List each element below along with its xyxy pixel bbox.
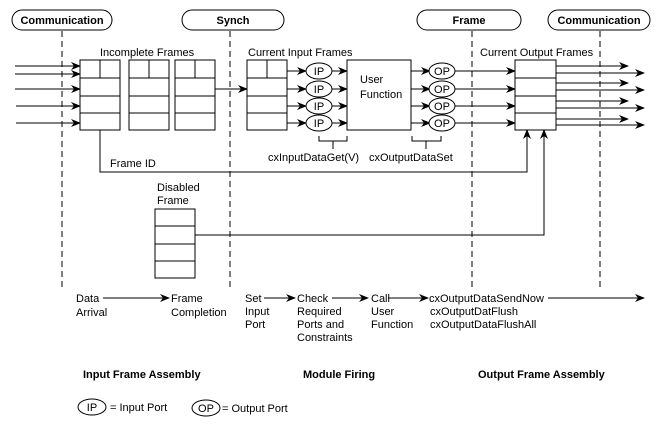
svg-text:cxOutputDataSendNow: cxOutputDataSendNow: [429, 293, 544, 305]
phase-label: Frame: [452, 15, 485, 27]
input-port-label: IP: [314, 66, 324, 78]
svg-text:= Input Port: = Input Port: [110, 402, 167, 414]
output-data-set-bracket: cxOutputDataSet: [369, 136, 453, 164]
phase-label: Synch: [216, 15, 249, 27]
current-output-frame: [514, 59, 557, 131]
output-port-label: OP: [434, 84, 450, 96]
disabled-frame-path: [195, 129, 548, 236]
svg-text:Completion: Completion: [171, 307, 227, 319]
svg-text:Input: Input: [245, 306, 269, 318]
svg-text:Check: Check: [297, 293, 329, 305]
outgoing-data-arrows: [556, 62, 645, 129]
user-function-label: Function: [360, 89, 402, 101]
phase-communication-left: Communication: [11, 9, 113, 31]
disabled-frame: [154, 208, 196, 279]
current-input-frames-label: Current Input Frames: [248, 47, 353, 59]
disabled-frame-label: Frame: [157, 195, 189, 207]
incoming-data-arrows: [15, 62, 81, 127]
incomplete-frame: [174, 59, 216, 131]
svg-text:Constraints: Constraints: [297, 332, 353, 344]
input-data-get-bracket: cxInputDataGet(V): [268, 136, 359, 164]
incomplete-frame: [79, 59, 121, 131]
input-port: IP: [287, 62, 348, 80]
output-port: OP: [411, 114, 516, 132]
input-port: IP: [287, 114, 348, 132]
user-function-box: User Function: [346, 59, 412, 131]
flow-set-input-port: Set Input Port: [245, 293, 269, 331]
output-port-label: OP: [434, 118, 450, 130]
incomplete-frame: [128, 59, 170, 131]
svg-text:Function: Function: [371, 319, 413, 331]
flow-call-user-function: Call User Function: [371, 293, 413, 331]
phase-frame: Frame: [416, 9, 522, 31]
flow-data-arrival: Data Arrival: [76, 293, 107, 319]
frame-id-label: Frame ID: [110, 158, 156, 170]
flow-frame-completion: Frame Completion: [171, 293, 227, 319]
svg-text:IP: IP: [87, 402, 97, 414]
phase-communication-right: Communication: [547, 9, 651, 31]
output-port-label: OP: [434, 66, 450, 78]
input-port: IP: [287, 97, 348, 115]
svg-text:Data: Data: [76, 293, 100, 305]
svg-text:cxOutputDatFlush: cxOutputDatFlush: [430, 306, 518, 318]
svg-text:cxOutputDataFlushAll: cxOutputDataFlushAll: [430, 319, 536, 331]
flow-check-required: Check Required Ports and Constraints: [297, 293, 353, 344]
svg-text:Required: Required: [297, 306, 342, 318]
svg-text:Call: Call: [371, 293, 390, 305]
legend-output-port: OP = Output Port: [191, 399, 288, 417]
incomplete-frames-label: Incomplete Frames: [100, 47, 195, 59]
section-output-frame-assembly: Output Frame Assembly: [478, 369, 606, 381]
output-port-icon: [191, 399, 221, 417]
legend-input-port: IP = Input Port: [77, 398, 167, 416]
input-port-label: IP: [314, 84, 324, 96]
svg-text:Set: Set: [245, 293, 262, 305]
flow-output-calls: cxOutputDataSendNow cxOutputDatFlush cxO…: [429, 293, 544, 331]
svg-text:User: User: [371, 306, 395, 318]
svg-text:Port: Port: [245, 319, 265, 331]
section-input-frame-assembly: Input Frame Assembly: [83, 369, 201, 381]
output-port: OP: [411, 80, 516, 98]
output-port: OP: [411, 62, 516, 80]
current-input-frame: [246, 59, 288, 131]
svg-text:Frame: Frame: [171, 293, 203, 305]
frame-id-path: Frame ID: [99, 129, 531, 173]
section-module-firing: Module Firing: [303, 369, 375, 381]
phase-label: Communication: [20, 15, 103, 27]
output-port-label: OP: [434, 101, 450, 113]
output-port: OP: [411, 97, 516, 115]
svg-text:Arrival: Arrival: [76, 307, 107, 319]
svg-text:= Output Port: = Output Port: [222, 403, 288, 415]
cx-input-data-get-label: cxInputDataGet(V): [268, 152, 359, 164]
user-function-label: User: [360, 74, 384, 86]
phase-synch: Synch: [181, 9, 285, 31]
phase-label: Communication: [557, 15, 640, 27]
disabled-frame-label: Disabled: [157, 182, 200, 194]
current-output-frames-label: Current Output Frames: [480, 47, 594, 59]
input-port: IP: [287, 80, 348, 98]
input-port-label: IP: [314, 101, 324, 113]
cx-output-data-set-label: cxOutputDataSet: [369, 152, 453, 164]
svg-text:Ports and: Ports and: [297, 319, 344, 331]
input-port-icon: [77, 398, 107, 416]
input-port-label: IP: [314, 118, 324, 130]
svg-text:OP: OP: [198, 403, 214, 415]
